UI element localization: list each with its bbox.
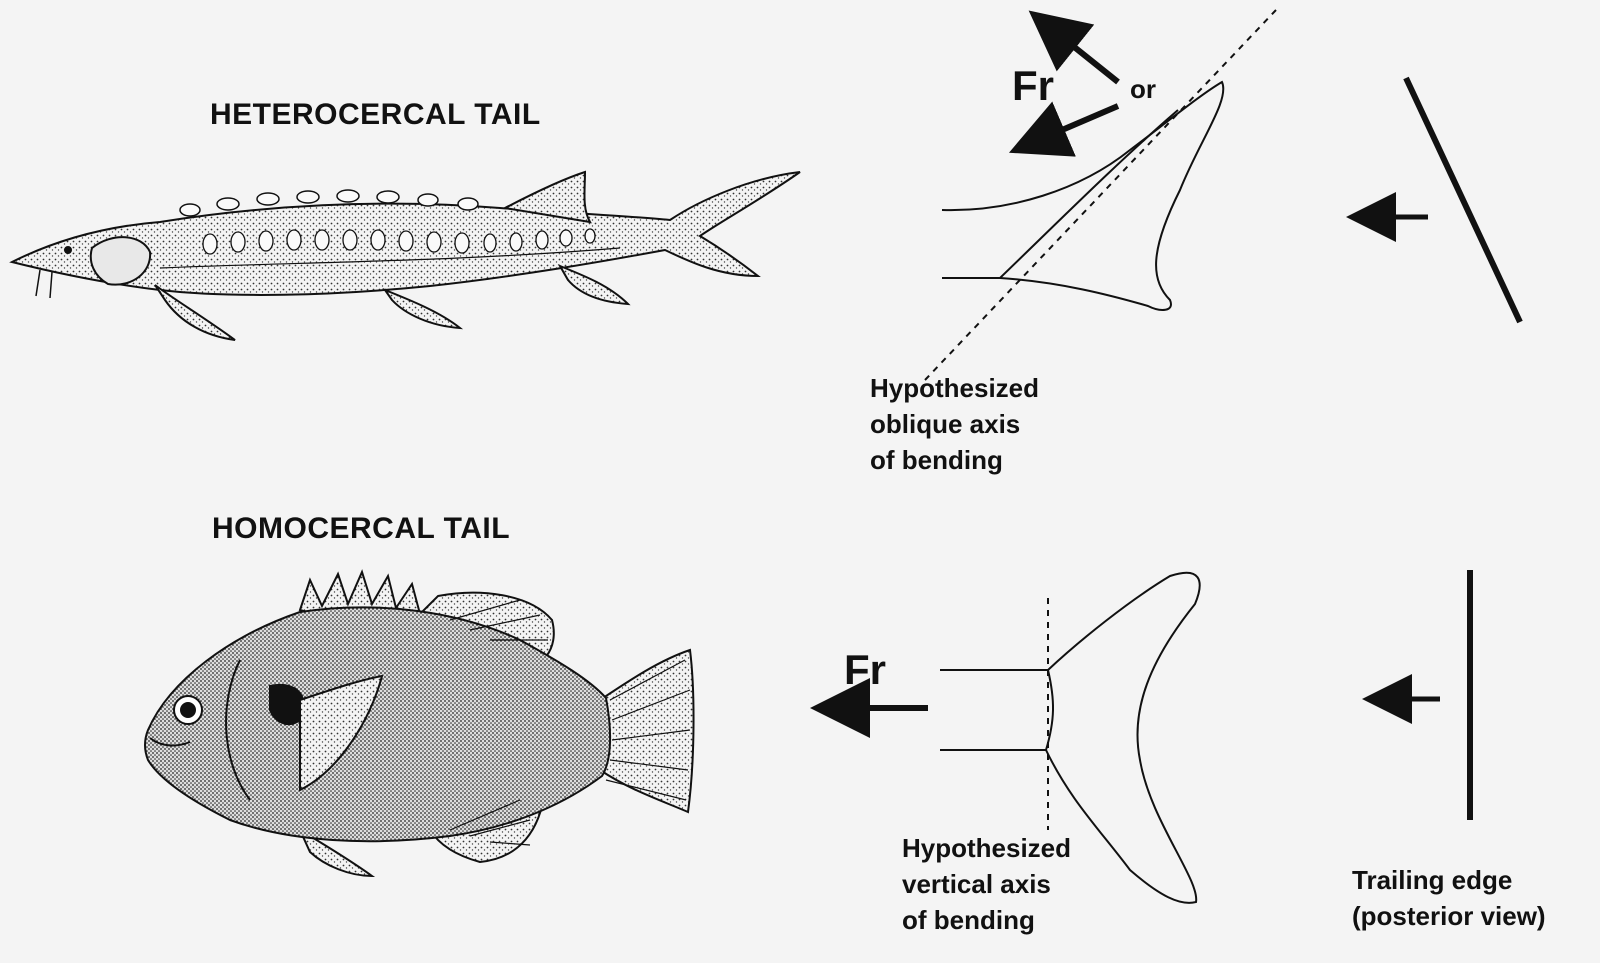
- trailing-edge-oblique: [1403, 76, 1523, 324]
- force-label-homocercal: Fr: [844, 646, 886, 693]
- heterocercal-title: HETEROCERCAL TAIL: [210, 98, 541, 131]
- force-arrow-down: [1008, 101, 1120, 157]
- or-label: or: [1130, 74, 1156, 104]
- homocercal-tail-outline: [940, 571, 1201, 904]
- homocercal-title: HOMOCERCAL TAIL: [212, 512, 511, 545]
- force-label-heterocercal: Fr: [1012, 62, 1054, 109]
- sunfish-icon: [144, 569, 695, 878]
- oblique-axis-caption: Hypothesized oblique axis of bending: [870, 373, 1040, 475]
- oblique-axis-line: [924, 9, 1277, 381]
- force-arrow-up: [1028, 10, 1120, 85]
- heterocercal-tail-outline: [941, 80, 1225, 311]
- trailing-edge-caption: Trailing edge (posterior view): [1352, 865, 1546, 931]
- vertical-axis-caption: Hypothesized vertical axis of bending: [902, 833, 1072, 935]
- sturgeon-icon: [9, 170, 801, 341]
